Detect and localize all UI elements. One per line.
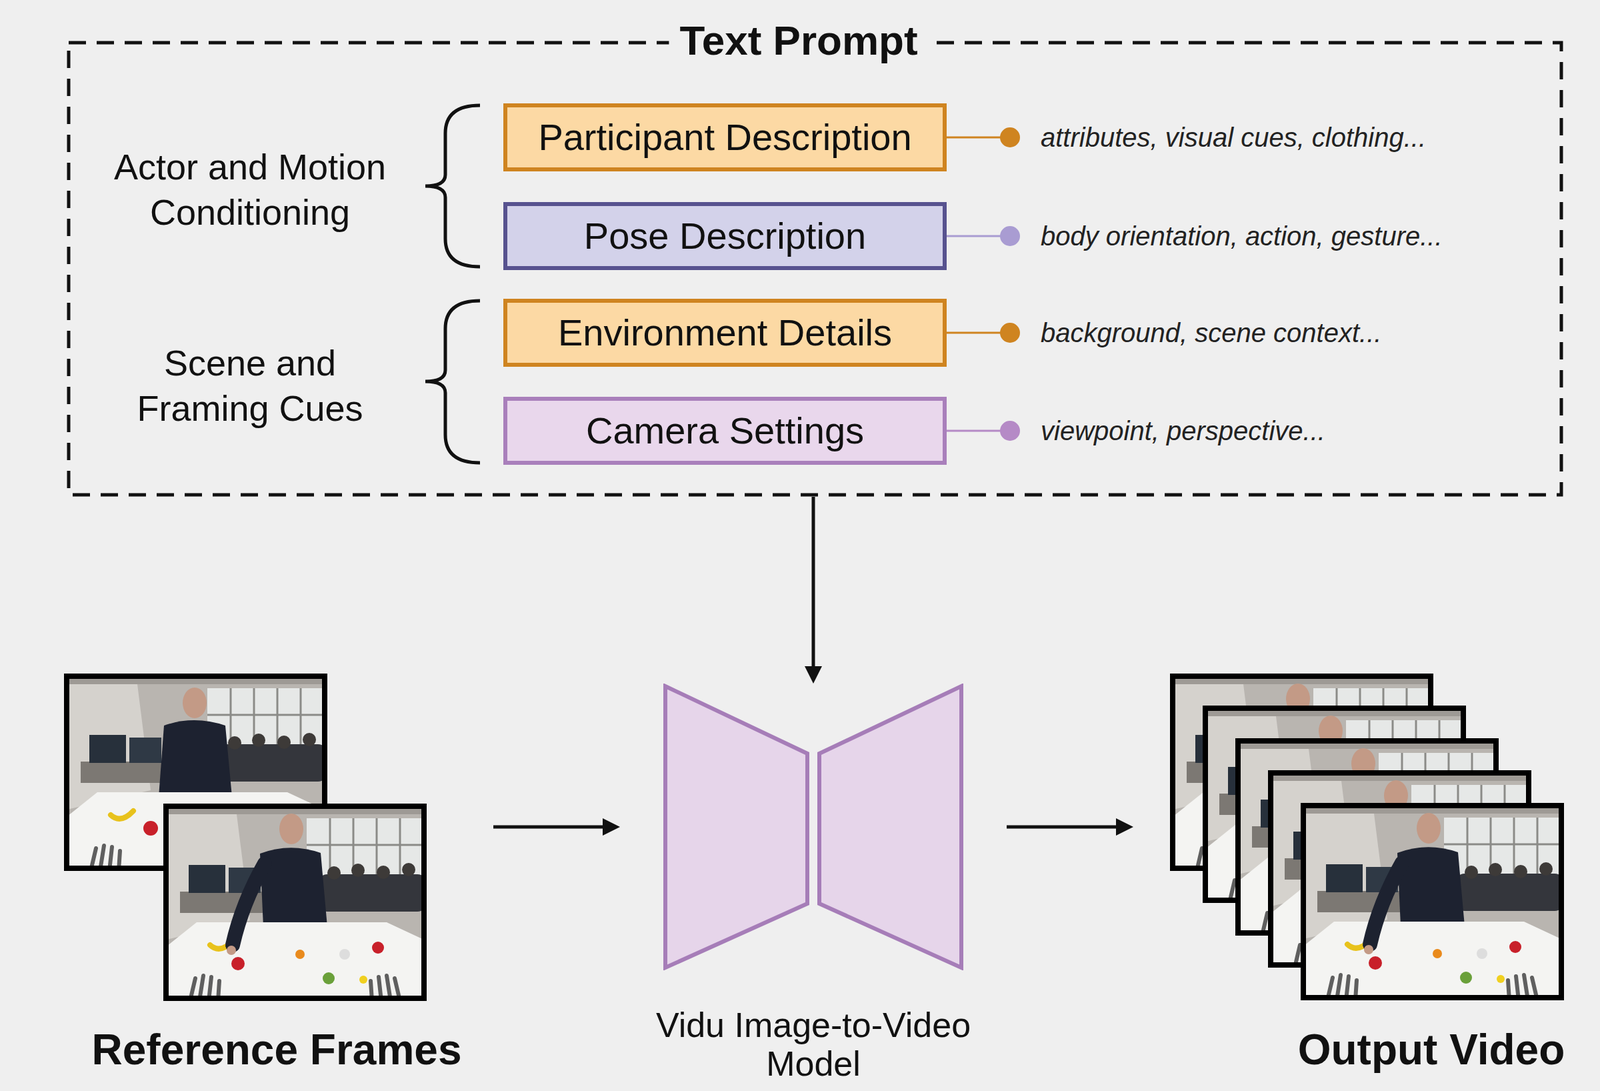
leader-dot: [1000, 322, 1020, 343]
frames-group: Reference Frames: [60, 670, 494, 1087]
node-text: Vidu Image-to-Video Model: [633, 1005, 994, 1083]
curly-brace: [425, 300, 480, 463]
encoder-trapezoid: [665, 686, 808, 968]
prompt-box: Participant Description: [503, 103, 947, 172]
group-label: Actor and Motion Conditioning: [86, 144, 414, 235]
annotation-text: viewpoint, perspective...: [1040, 414, 1326, 447]
model-shape: [620, 683, 1007, 970]
output-frame: [1300, 802, 1564, 1000]
prompt-frame: Text PromptParticipant DescriptionPose D…: [66, 40, 1564, 497]
prompt-box: Camera Settings: [503, 396, 947, 465]
model-block: Vidu Image-to-Video Model: [620, 683, 1007, 1087]
annotation-text: attributes, visual cues, clothing...: [1040, 121, 1426, 154]
node-text: Text Prompt: [668, 16, 928, 66]
flow-arrow: [812, 496, 816, 666]
node-text: Output Video: [1284, 1024, 1578, 1074]
flow-arrow: [1006, 825, 1116, 829]
node-text: Participant Description: [538, 116, 912, 159]
annotation-text: body orientation, action, gesture...: [1040, 220, 1443, 252]
frames-group: Output Video: [1133, 670, 1587, 1087]
curly-brace: [425, 105, 480, 267]
reference-frame: [163, 803, 427, 1001]
node-text: Camera Settings: [586, 409, 864, 452]
flow-arrow: [493, 825, 603, 829]
leader-dot: [1000, 127, 1020, 148]
node-text: Reference Frames: [70, 1024, 484, 1074]
leader-dot: [1000, 420, 1020, 441]
node-text: Environment Details: [558, 311, 892, 354]
dashed-outline: [68, 42, 1562, 495]
prompt-box: Environment Details: [503, 298, 947, 367]
group-label: Scene and Framing Cues: [103, 340, 397, 431]
decoder-trapezoid: [819, 686, 962, 968]
node-text: Pose Description: [584, 214, 866, 258]
annotation-text: background, scene context...: [1040, 316, 1382, 349]
leader-dot: [1000, 226, 1020, 246]
prompt-box: Pose Description: [503, 202, 947, 270]
